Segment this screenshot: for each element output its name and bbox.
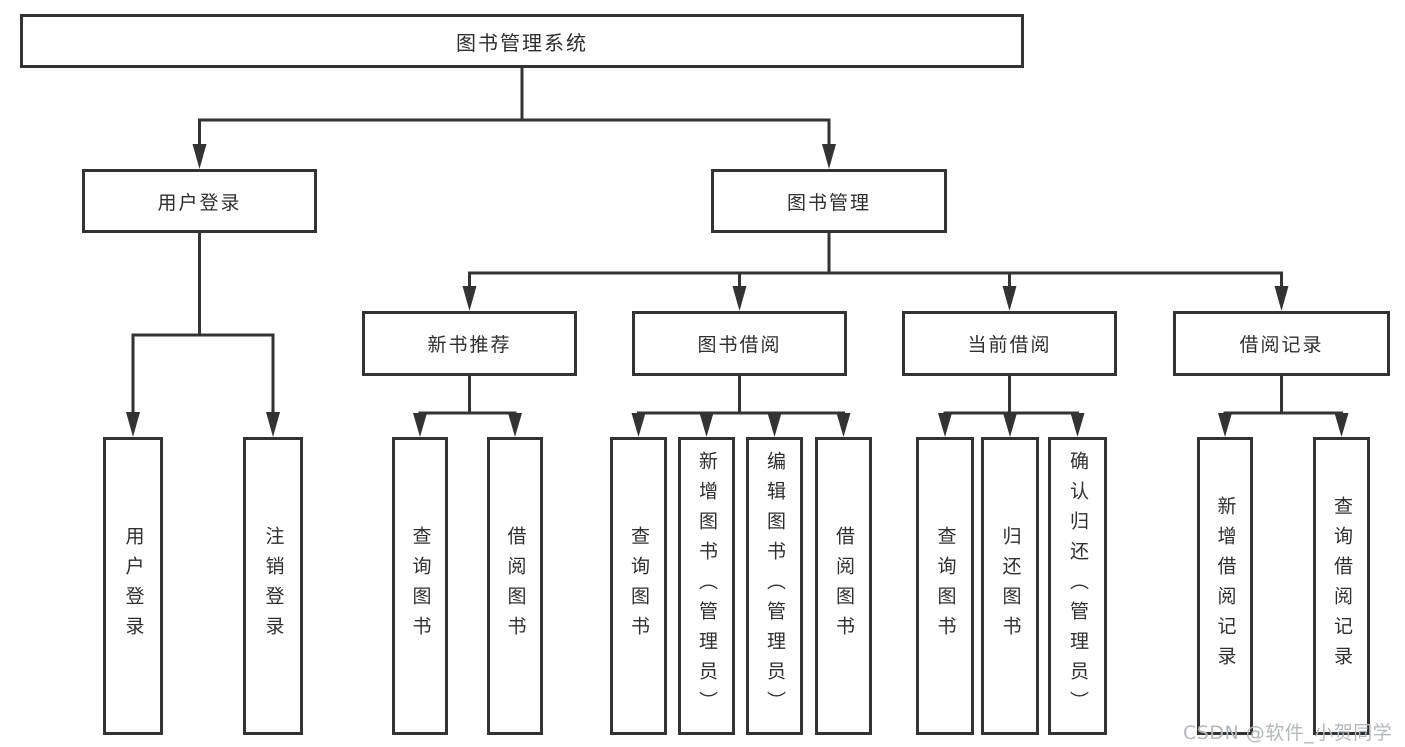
- leaf-confirm-return-admin: 确认归还（管理员）: [1048, 437, 1107, 735]
- node-user-login: 用户登录: [82, 169, 317, 233]
- leaf-edit-books-admin: 编辑图书（管理员）: [746, 437, 803, 735]
- leaf-search-books-borrow: 查询图书: [610, 437, 667, 735]
- leaf-search-books-recommend: 查询图书: [392, 437, 448, 735]
- leaf-return-books: 归还图书: [981, 437, 1039, 735]
- leaf-user-login: 用户登录: [103, 437, 163, 735]
- csdn-watermark: CSDN @软件_小贺同学: [1183, 722, 1393, 744]
- leaf-search-books-current: 查询图书: [916, 437, 974, 735]
- leaf-borrow-books-borrow: 借阅图书: [815, 437, 872, 735]
- leaf-borrow-books-recommend: 借阅图书: [487, 437, 543, 735]
- leaf-logout: 注销登录: [243, 437, 303, 735]
- node-new-book-recommendation: 新书推荐: [362, 311, 577, 376]
- leaf-search-borrow-record: 查询借阅记录: [1313, 437, 1370, 735]
- node-library-management-system: 图书管理系统: [20, 14, 1024, 68]
- node-book-management: 图书管理: [711, 169, 947, 233]
- leaf-add-borrow-record: 新增借阅记录: [1197, 437, 1253, 735]
- node-current-borrowing: 当前借阅: [902, 311, 1117, 376]
- node-borrowing-records: 借阅记录: [1173, 311, 1390, 376]
- node-book-borrowing: 图书借阅: [632, 311, 847, 376]
- leaf-add-books-admin: 新增图书（管理员）: [678, 437, 735, 735]
